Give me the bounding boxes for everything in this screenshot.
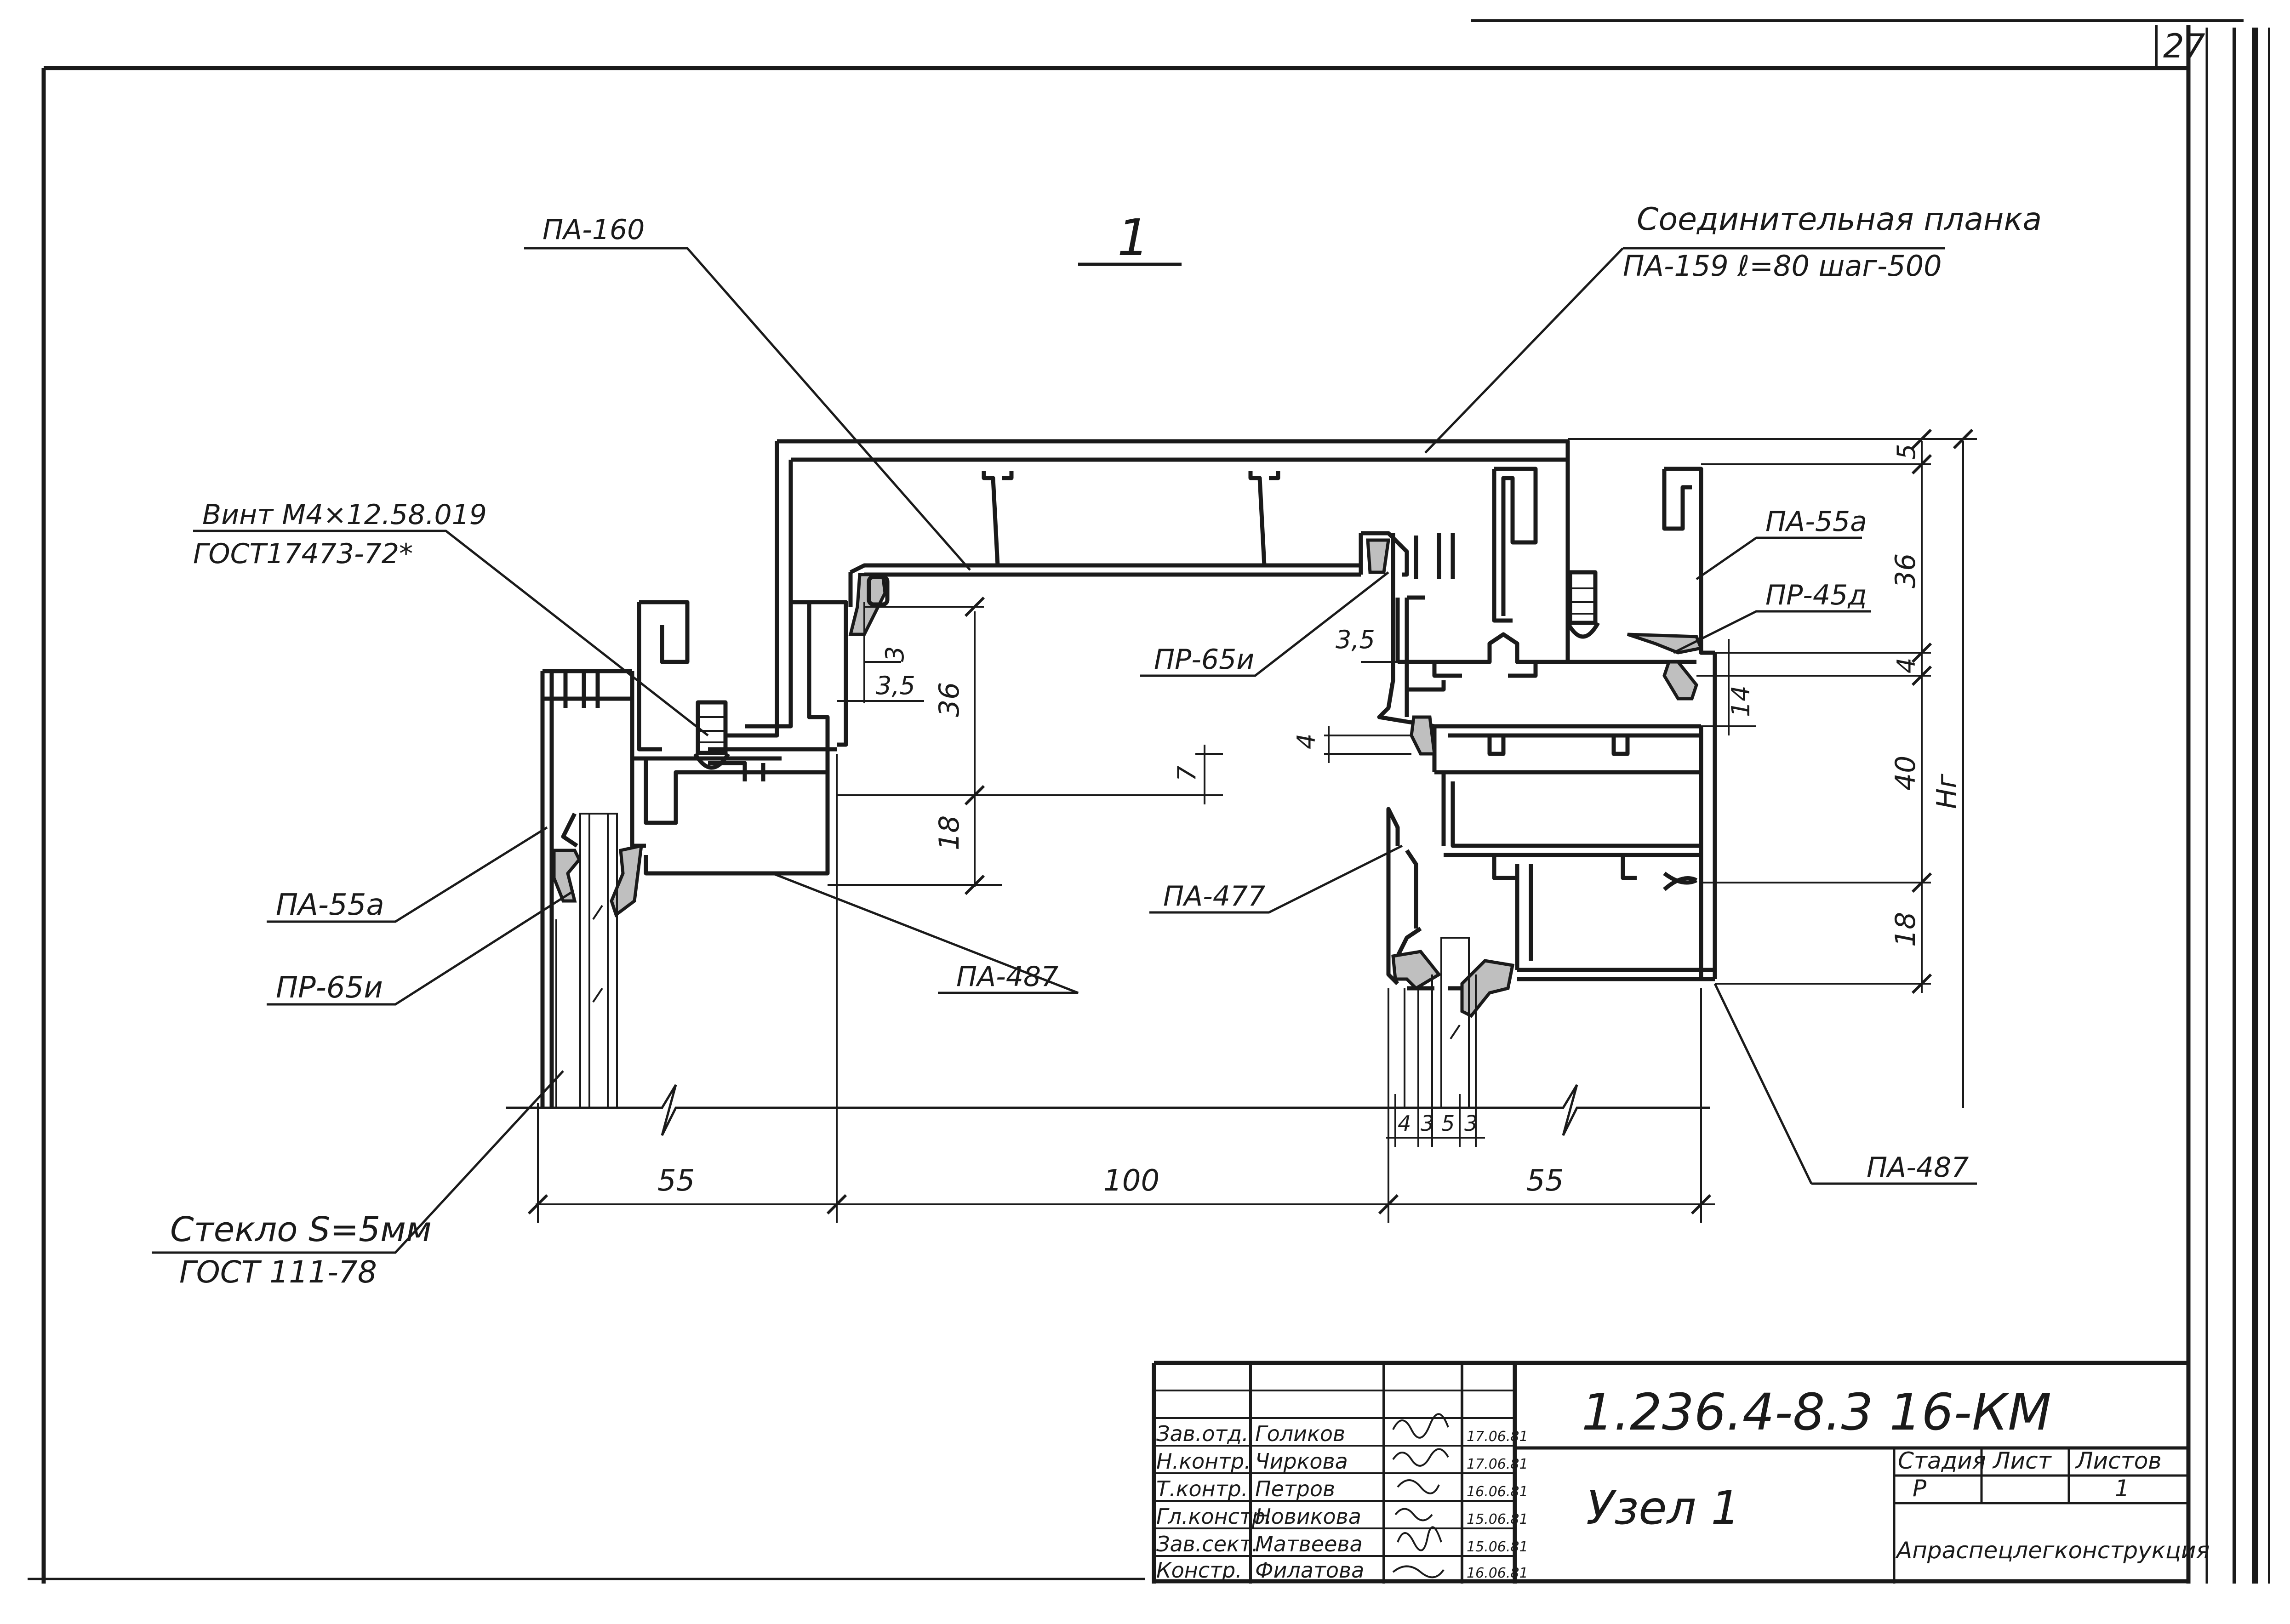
organization: Апраспецлегконструкция [1895, 1537, 2210, 1564]
sig-name: Петров [1255, 1476, 1335, 1501]
sig-name: Чиркова [1255, 1449, 1348, 1474]
callout-glass-line1: Стекло S=5мм [170, 1210, 432, 1249]
left-glazing [552, 812, 644, 1109]
dim-hg: Нг [1931, 774, 1963, 809]
dim-3-5-right: 3,5 [1336, 625, 1375, 654]
callout-plank-line1: Соединительная планка [1637, 201, 2042, 238]
stage-header: Стадия [1898, 1447, 1986, 1474]
node-title: 1 [1117, 208, 1149, 267]
dim-14: 14 [1726, 685, 1755, 717]
callout-pa55a-right: ПА-55а [1765, 506, 1867, 538]
callout-glass-line2: ГОСТ 111-78 [179, 1254, 377, 1290]
callout-screw-line2: ГОСТ17473-72* [193, 538, 413, 570]
callout-labels: ПА-160 Соединительная планка ПА-159 ℓ=80… [170, 201, 2042, 1290]
sig-date: 15.06.81 [1467, 1539, 1528, 1555]
sig-date: 15.06.81 [1467, 1511, 1528, 1527]
dim-18-right: 18 [1890, 912, 1922, 947]
callout-screw-line1: Винт М4×12.58.019 [202, 499, 487, 531]
dim-18-mid: 18 [933, 815, 965, 850]
callout-pa55a-left: ПА-55а [276, 888, 384, 922]
sig-date: 16.06.81 [1467, 1565, 1528, 1581]
dim-3: 3 [880, 646, 909, 662]
dim-36-right: 36 [1890, 553, 1922, 588]
sheets-value: 1 [2115, 1475, 2130, 1502]
right-mullion-profile [1359, 441, 1717, 991]
drawing-name: Узел 1 [1586, 1481, 1740, 1535]
callout-pa487-right: ПА-487 [1867, 1151, 1969, 1184]
title-block-text: 1.236.4-8.3 16-КМ Узел 1 Апраспецлегконс… [1156, 1383, 2210, 1583]
right-glazing [1391, 937, 1515, 1109]
sig-date: 16.06.81 [1467, 1484, 1528, 1500]
drawing-code: 1.236.4-8.3 16-КМ [1582, 1383, 2051, 1442]
dim-5-top: 5 [1892, 444, 1921, 460]
sig-name: Голиков [1255, 1421, 1345, 1446]
dim-55-right: 55 [1526, 1164, 1564, 1198]
sig-role: Н.контр. [1156, 1449, 1251, 1474]
dim-55-left: 55 [657, 1164, 695, 1198]
dimension-lines [527, 428, 1977, 1223]
sig-role: Гл.констр. [1156, 1504, 1272, 1529]
sheet-frame [28, 19, 2270, 1584]
sig-role: Зав.сект. [1156, 1532, 1258, 1556]
sheet-number: 27 [2163, 27, 2205, 65]
sig-role: Т.контр. [1156, 1476, 1248, 1501]
callout-pr45d: ПР-45д [1765, 579, 1867, 611]
dim-7: 7 [1172, 766, 1201, 781]
sig-name: Новикова [1255, 1504, 1361, 1529]
callout-pr65i-mid: ПР-65и [1154, 644, 1254, 676]
callout-pa487-mid: ПА-487 [956, 961, 1058, 993]
sig-name: Матвеева [1255, 1532, 1363, 1556]
sig-name: Филатова [1255, 1558, 1364, 1583]
glass-chain-4: 3 [1464, 1111, 1478, 1136]
stage-value: Р [1913, 1475, 1927, 1502]
glass-chain-1: 4 [1398, 1111, 1411, 1136]
callout-pa160: ПА-160 [543, 214, 645, 246]
sig-date: 17.06.81 [1467, 1456, 1528, 1472]
glass-chain-3: 5 [1441, 1111, 1455, 1136]
title-block [1152, 1361, 2188, 1584]
sheet-header: Лист [1992, 1447, 2052, 1474]
callout-pa477: ПА-477 [1163, 880, 1265, 912]
callout-leaders [152, 247, 1977, 1254]
sig-date: 17.06.81 [1467, 1429, 1528, 1445]
dimension-labels: 55 100 55 36 18 3 3,5 3,5 7 4 5 36 4 14 … [657, 444, 1963, 1198]
signature-scribbles [1392, 1413, 1449, 1578]
dim-100: 100 [1103, 1164, 1159, 1198]
dim-4-right: 4 [1892, 658, 1921, 673]
callout-plank-line2: ПА-159 ℓ=80 шаг-500 [1623, 249, 1942, 283]
sig-role: Констр. [1156, 1558, 1242, 1583]
dim-3-5-left: 3,5 [876, 671, 915, 700]
dim-40: 40 [1890, 756, 1922, 791]
glass-chain-2: 3 [1421, 1111, 1434, 1136]
sig-role: Зав.отд. [1156, 1421, 1249, 1446]
break-line [506, 1084, 1710, 1136]
sheets-header: Листов [2075, 1447, 2162, 1474]
dim-4-mid: 4 [1292, 734, 1321, 749]
callout-pr65i-left: ПР-65и [276, 971, 383, 1005]
dim-36-mid: 36 [933, 682, 965, 717]
